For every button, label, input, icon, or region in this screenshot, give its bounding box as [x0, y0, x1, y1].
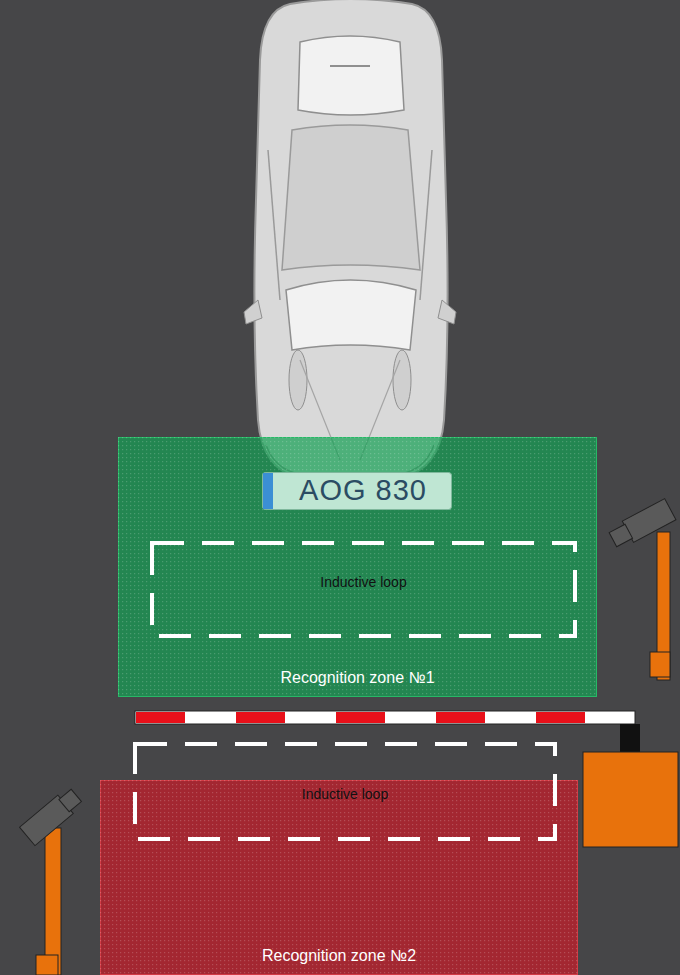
- plate-number: AOG 830: [274, 474, 452, 507]
- inductive-loop: Inductive loop: [150, 541, 577, 638]
- license-plate: AOG 830: [262, 472, 452, 510]
- zone-label: Recognition zone №2: [100, 947, 578, 965]
- zone-label: Recognition zone №1: [118, 669, 597, 687]
- car: [244, 0, 456, 478]
- camera-right: [607, 499, 676, 680]
- inductive-loop: Inductive loop: [133, 742, 557, 841]
- loop-label: Inductive loop: [133, 786, 557, 802]
- camera-left: [20, 786, 84, 975]
- recognition-zone: Recognition zone №2: [100, 780, 578, 975]
- zone-outline: [100, 780, 578, 975]
- loop-label: Inductive loop: [150, 574, 577, 590]
